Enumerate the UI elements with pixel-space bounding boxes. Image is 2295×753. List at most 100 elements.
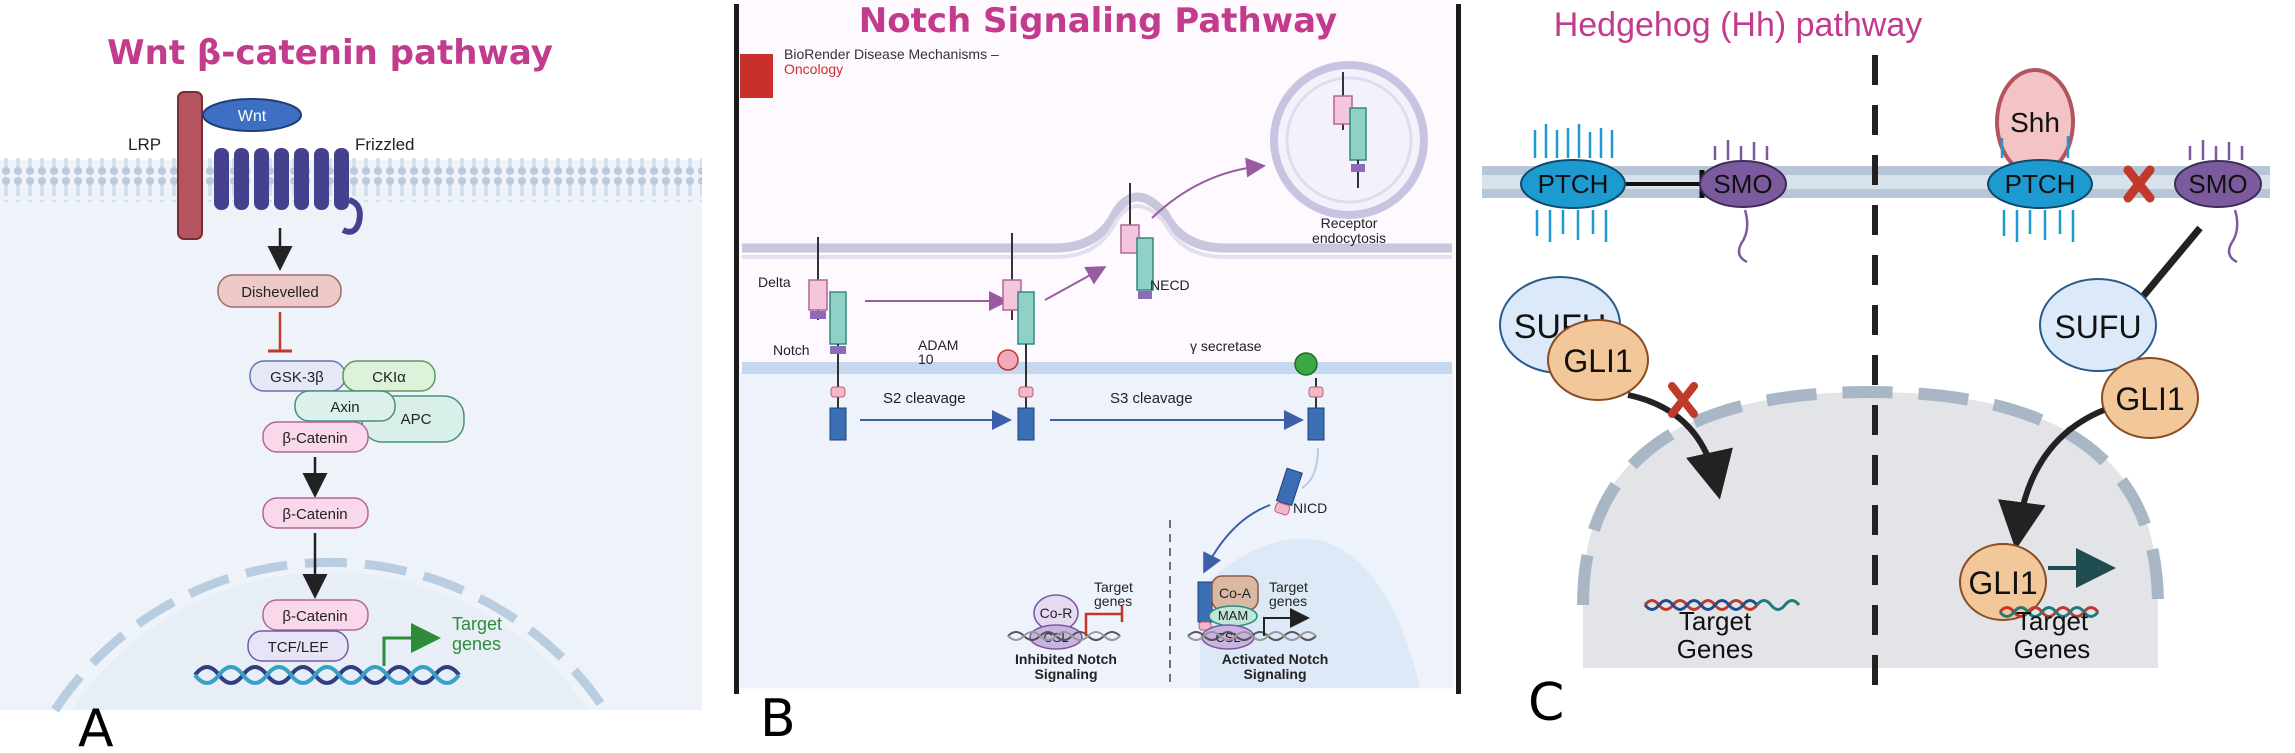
- mam-label: MAM: [1218, 608, 1248, 623]
- panel-c-target-left-line2: Genes: [1677, 634, 1754, 664]
- bcat-free-node: [262, 497, 369, 529]
- ck1a-node: [342, 360, 436, 392]
- activated-gene-arrow: [1263, 608, 1310, 636]
- panel-c-target-left-line1: Target: [1679, 606, 1752, 636]
- smo-left-node: [1699, 160, 1787, 208]
- target-right-line1: Target: [1269, 579, 1308, 595]
- lrp-label: LRP: [128, 135, 161, 154]
- csl-left-label: CSL: [1043, 630, 1068, 645]
- s3-cleavage-label: S3 cleavage: [1110, 390, 1193, 407]
- endosome-vesicle-inner: [1285, 76, 1413, 204]
- panel-a-nucleus-envelope: [51, 558, 609, 713]
- ptch-left-label: PTCH: [1538, 169, 1609, 199]
- dishevelled-label: Dishevelled: [241, 284, 319, 301]
- bcat-nuclear-label: β-Catenin: [282, 608, 347, 625]
- bcat-complex-node: [262, 421, 369, 453]
- panel-c-title: Hedgehog (Hh) pathway: [1554, 6, 1923, 44]
- endocytosed-receptor: [1333, 72, 1367, 188]
- sufu-right-node: [2039, 278, 2157, 372]
- bcat-complex-label: β-Catenin: [282, 430, 347, 447]
- nicd-nuclear: [1197, 581, 1213, 631]
- dishevelled-node: [217, 274, 342, 308]
- ck1a-label: CKIα: [372, 369, 406, 386]
- sufu-right-label: SUFU: [2054, 309, 2141, 345]
- smo-left-label: SMO: [1713, 169, 1772, 199]
- arrow-s3-to-nicd: [1301, 447, 1319, 489]
- apc-label: APC: [401, 411, 432, 428]
- target-right-line2: genes: [1269, 593, 1307, 609]
- gli1-right-cyto-node: [2101, 357, 2199, 439]
- wnt-ligand: [202, 98, 302, 132]
- lrp-receptor: [177, 91, 203, 240]
- bcat-nuclear-node: [262, 599, 369, 631]
- axin-label: Axin: [330, 399, 359, 416]
- sending-cell-membrane-inner: [742, 204, 1452, 259]
- tcf-lef-label: TCF/LEF: [268, 639, 329, 656]
- inhibited-label-line2: Signaling: [1035, 666, 1098, 682]
- delta-label: Delta: [758, 274, 791, 290]
- arrow-to-endocytosis-2: [1151, 157, 1266, 219]
- receptor-endocytosis-line2: endocytosis: [1312, 230, 1386, 246]
- activated-label-line2: Signaling: [1244, 666, 1307, 682]
- gsk3b-label: GSK-3β: [270, 369, 324, 386]
- panel-c-dna-right: [1998, 606, 2100, 618]
- panel-c-dna-left: [1643, 599, 1801, 611]
- panel-a-membrane: [0, 158, 702, 202]
- gli1-translocation-arrow: [1998, 407, 2106, 550]
- ptch-left-receptor: [1533, 124, 1614, 242]
- s2-cleavage-label: S2 cleavage: [883, 390, 966, 407]
- panel-b-dna-left: [1007, 631, 1121, 641]
- adam-label-line1: ADAM: [918, 337, 958, 353]
- receptor-endocytosis-line1: Receptor: [1321, 215, 1378, 231]
- ptch-right-label: PTCH: [2005, 169, 2076, 199]
- red-x-icon: [2123, 165, 2155, 203]
- panel-b-frame-right: [1456, 4, 1461, 694]
- shh-label: Shh: [2010, 107, 2060, 138]
- smo-right-label: SMO: [2188, 169, 2247, 199]
- panel-b-title: Notch Signaling Pathway: [859, 1, 1337, 41]
- necd-label: NECD: [1150, 277, 1190, 293]
- notch-receptor-s3: [1307, 378, 1325, 441]
- bcat-free-label: β-Catenin: [282, 506, 347, 523]
- notch-label: Notch: [773, 342, 810, 358]
- smo-left-receptor: [1713, 140, 1769, 264]
- notch-receptor-s2: [1017, 378, 1035, 441]
- gli1-right-nuclear-node: [1959, 543, 2047, 621]
- brand-line1: BioRender Disease Mechanisms –: [784, 46, 999, 62]
- ptch-right-receptor: [2000, 136, 2075, 242]
- target-gene-arrow-a: [382, 623, 441, 666]
- gli1-left-blocked-arrow: [1627, 392, 1733, 500]
- blocked-x-icon: [1668, 382, 1698, 418]
- smo-right-receptor: [2188, 140, 2244, 264]
- panel-a-dna: [193, 665, 461, 685]
- panel-b-dna-right: [1187, 631, 1317, 641]
- frizzled-label: Frizzled: [355, 135, 415, 154]
- co-r-label: Co-R: [1040, 605, 1073, 621]
- notch-receptor-left: [829, 291, 847, 441]
- wnt-label: Wnt: [238, 108, 267, 125]
- gamma-secretase-enzyme: [1294, 352, 1318, 376]
- gli1-left-label: GLI1: [1563, 343, 1632, 379]
- panel-b-letter: B: [760, 689, 796, 748]
- axin-node: [294, 390, 396, 422]
- ptch-right-node: [1987, 159, 2093, 209]
- receiving-cell-membrane: [742, 362, 1452, 374]
- adam10-enzyme: [997, 349, 1019, 371]
- gamma-secretase-label: γ secretase: [1190, 338, 1262, 354]
- brand-line2: Oncology: [784, 61, 843, 77]
- necd-fragment: [1120, 183, 1154, 299]
- smo-right-node: [2174, 160, 2262, 208]
- target-left-line1: Target: [1094, 579, 1133, 595]
- panel-b-notch: Notch Signaling Pathway BioRender Diseas…: [734, 0, 1461, 749]
- inhibited-label-line1: Inhibited Notch: [1015, 651, 1117, 667]
- co-a-label: Co-A: [1219, 585, 1252, 601]
- gli1-right-nuclear-label: GLI1: [1968, 565, 2037, 601]
- panel-a-target-genes-line1: Target: [452, 614, 502, 634]
- arrow-nicd-to-nucleus: [1203, 504, 1271, 574]
- inhibited-gene-symbol: [1084, 612, 1122, 636]
- panel-b-frame-left: [734, 4, 739, 694]
- panel-a-target-genes-line2: genes: [452, 634, 501, 654]
- panel-a-letter: A: [78, 699, 114, 748]
- gli1-right-cyto-label: GLI1: [2115, 381, 2184, 417]
